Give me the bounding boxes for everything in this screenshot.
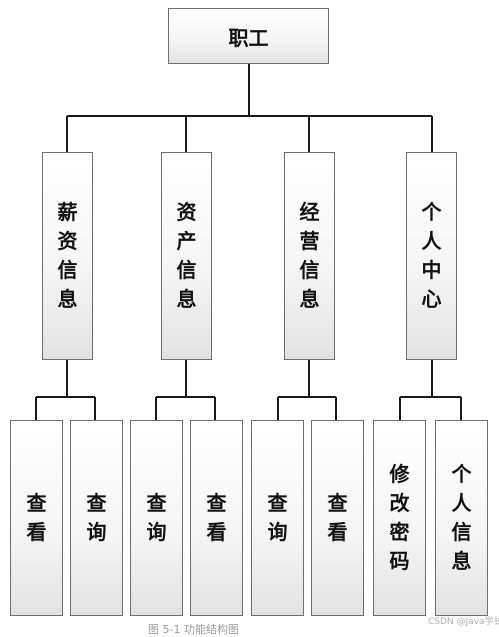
- label-char: 查: [86, 491, 107, 515]
- module-node-salary: 薪资信息: [42, 152, 93, 360]
- label-char: 询: [267, 520, 288, 544]
- label-char: 询: [86, 520, 107, 544]
- leaf-label: 修改密码: [390, 460, 410, 576]
- label-char: 息: [451, 549, 472, 573]
- label-char: 查: [267, 491, 288, 515]
- label-char: 信: [299, 258, 320, 282]
- leaf-label: 查看: [328, 489, 348, 547]
- figure-caption: 图 5-1 功能结构图: [148, 623, 239, 636]
- leaf-label: 查询: [147, 489, 167, 547]
- leaf-label: 个人信息: [452, 460, 472, 576]
- label-char: 息: [57, 287, 78, 311]
- label-char: 修: [389, 462, 410, 486]
- label-char: 看: [327, 520, 348, 544]
- leaf-label: 查询: [87, 489, 107, 547]
- label-char: 中: [421, 258, 442, 282]
- leaf-node: 查看: [190, 420, 243, 616]
- leaf-node: 查询: [70, 420, 123, 616]
- label-char: 息: [176, 287, 197, 311]
- label-char: 产: [176, 229, 197, 253]
- label-char: 改: [389, 491, 410, 515]
- label-char: 查: [146, 491, 167, 515]
- module-label: 个人中心: [422, 198, 442, 314]
- label-char: 看: [206, 520, 227, 544]
- label-char: 查: [327, 491, 348, 515]
- label-char: 经: [299, 200, 320, 224]
- label-char: 个: [421, 200, 442, 224]
- module-label: 资产信息: [177, 198, 197, 314]
- label-char: 个: [451, 462, 472, 486]
- leaf-label: 查询: [268, 489, 288, 547]
- label-char: 息: [299, 287, 320, 311]
- label-char: 询: [146, 520, 167, 544]
- label-char: 码: [389, 549, 410, 573]
- module-node-personal: 个人中心: [406, 152, 457, 360]
- leaf-node: 查询: [251, 420, 304, 616]
- watermark: CSDN @Java学长: [428, 617, 499, 627]
- leaf-label: 查看: [207, 489, 227, 547]
- label-char: 人: [421, 229, 442, 253]
- label-char: 查: [206, 491, 227, 515]
- leaf-node: 查询: [130, 420, 183, 616]
- module-label: 经营信息: [300, 198, 320, 314]
- label-char: 信: [451, 520, 472, 544]
- label-char: 心: [421, 287, 442, 311]
- label-char: 资: [57, 229, 78, 253]
- label-char: 薪: [57, 200, 78, 224]
- module-node-business: 经营信息: [284, 152, 335, 360]
- label-char: 查: [26, 491, 47, 515]
- module-label: 薪资信息: [58, 198, 78, 314]
- root-node: 职工: [168, 8, 329, 64]
- label-char: 密: [389, 520, 410, 544]
- label-char: 营: [299, 229, 320, 253]
- root-label: 职工: [228, 25, 269, 50]
- leaf-label: 查看: [27, 489, 47, 547]
- leaf-node: 查看: [311, 420, 364, 616]
- label-char: 人: [451, 491, 472, 515]
- label-char: 信: [57, 258, 78, 282]
- label-char: 信: [176, 258, 197, 282]
- leaf-node: 查看: [10, 420, 63, 616]
- module-node-assets: 资产信息: [161, 152, 212, 360]
- leaf-node: 个人信息: [435, 420, 488, 616]
- label-char: 资: [176, 200, 197, 224]
- leaf-node: 修改密码: [373, 420, 426, 616]
- label-char: 看: [26, 520, 47, 544]
